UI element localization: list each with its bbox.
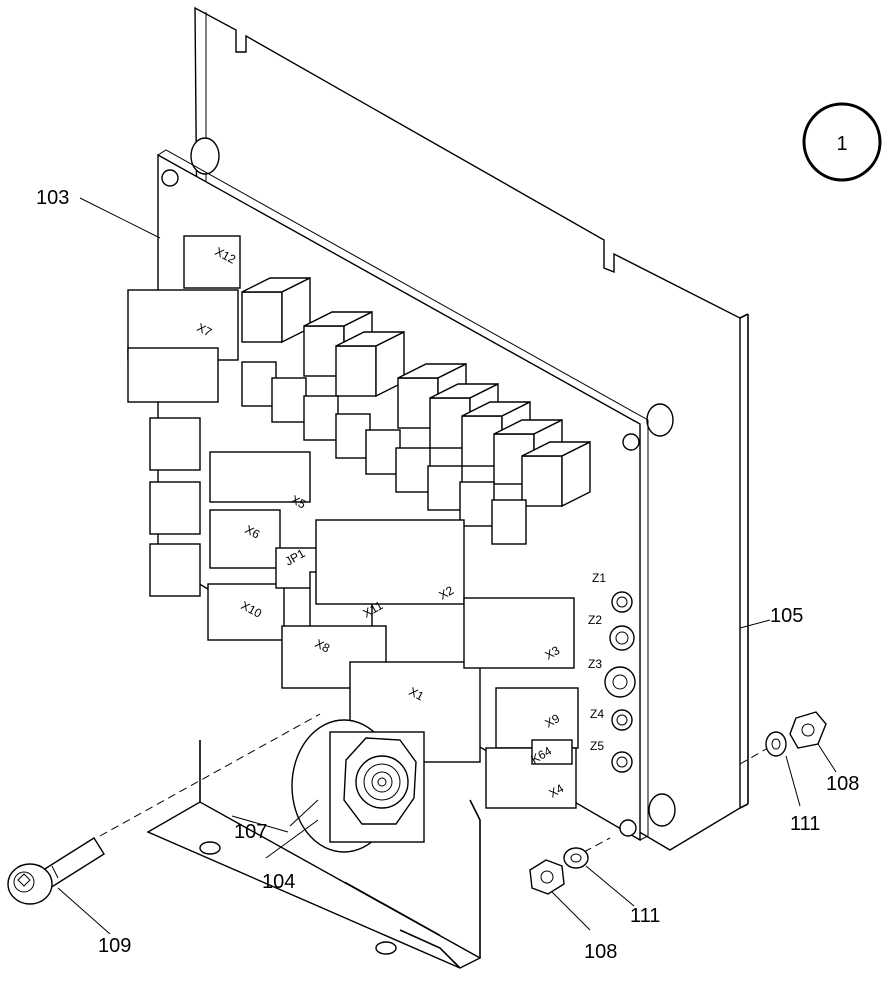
callout-109: 109 [98,935,131,957]
bracket [146,740,482,969]
connector-blocks [127,235,579,809]
callout-104: 104 [262,871,295,893]
label-x5: X5 [289,492,309,511]
screw-109 [7,713,321,905]
connector-x9 [495,687,579,749]
label-z2: Z2 [588,613,602,627]
label-z5: Z5 [590,739,604,753]
zener-studs: Z1 Z2 Z3 Z4 Z5 [588,571,636,773]
relay-array [241,276,591,545]
label-x3: X3 [543,643,563,663]
connector-x6 [209,509,281,569]
callout-numbers: 103 105 107 104 109 108 111 108 111 [36,187,859,963]
callout-108-right: 108 [826,773,859,795]
relay [335,330,405,398]
callout-103: 103 [36,187,69,209]
label-z3: Z3 [588,657,602,671]
sheet-marker: 1 [802,102,882,182]
relay [521,440,591,508]
label-z1: Z1 [592,571,606,585]
callout-111-right: 111 [790,813,820,835]
label-x7: X7 [195,320,215,339]
connector-k64 [531,739,573,765]
relay [241,361,527,545]
label-x2: X2 [437,583,457,603]
hardware-bottom [529,837,611,895]
hardware-right [739,711,827,765]
relay [241,276,311,344]
leader-lines [57,197,837,935]
sheet-marker-number: 1 [836,133,847,155]
connector-x3 [463,597,575,669]
callout-107: 107 [234,821,267,843]
grommet-104 [291,719,425,853]
callout-108-bottom: 108 [584,941,617,963]
connector-x2 [315,519,465,605]
connector-x5 [209,451,311,503]
connector-x10 [207,583,285,641]
callout-105: 105 [770,605,803,627]
label-x9: X9 [543,711,563,731]
label-x8: X8 [313,636,333,655]
connector-x12 [183,235,241,289]
label-z4: Z4 [590,707,604,721]
label-x6: X6 [243,522,263,541]
label-x1: X1 [407,684,427,703]
label-x4: X4 [547,781,567,801]
callout-111-bottom: 111 [630,905,660,927]
